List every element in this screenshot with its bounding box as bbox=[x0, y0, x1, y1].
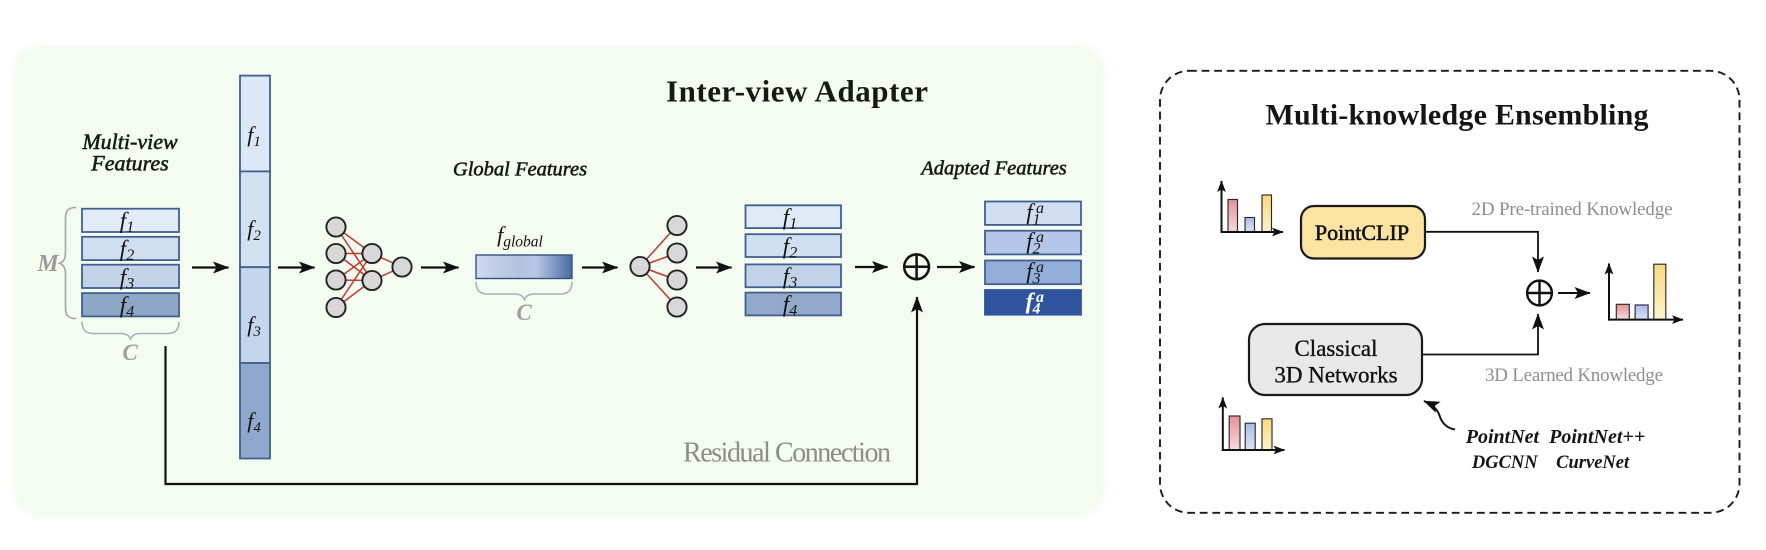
svg-text:f: f bbox=[1026, 200, 1036, 225]
svg-text:Adapted Features: Adapted Features bbox=[919, 158, 1067, 180]
svg-text:3D Networks: 3D Networks bbox=[1274, 363, 1397, 388]
svg-text:DGCNN CurveNet: DGCNN CurveNet bbox=[1471, 453, 1630, 473]
svg-text:Classical: Classical bbox=[1294, 336, 1377, 361]
svg-text:a: a bbox=[1036, 200, 1044, 217]
svg-text:f: f bbox=[1026, 259, 1036, 284]
svg-text:PointCLIP: PointCLIP bbox=[1315, 220, 1409, 245]
svg-text:a: a bbox=[1036, 259, 1044, 276]
svg-text:2D Pre-trained Knowledge: 2D Pre-trained Knowledge bbox=[1472, 199, 1673, 220]
svg-text:Features: Features bbox=[90, 151, 168, 176]
svg-text:4: 4 bbox=[1032, 301, 1041, 318]
svg-text:f: f bbox=[1026, 229, 1036, 254]
svg-text:M: M bbox=[36, 251, 60, 277]
svg-text:a: a bbox=[1036, 289, 1044, 306]
svg-text:C: C bbox=[516, 300, 532, 325]
svg-text:C: C bbox=[122, 340, 138, 365]
svg-text:Inter-view Adapter: Inter-view Adapter bbox=[666, 74, 928, 109]
svg-text:3D Learned Knowledge: 3D Learned Knowledge bbox=[1485, 365, 1663, 386]
svg-text:PointNet PointNet++: PointNet PointNet++ bbox=[1465, 426, 1645, 448]
svg-text:a: a bbox=[1036, 229, 1044, 246]
svg-text:f: f bbox=[1026, 289, 1036, 314]
svg-text:Global Features: Global Features bbox=[453, 159, 587, 181]
svg-text:Residual Connection: Residual Connection bbox=[683, 438, 891, 469]
svg-text:Multi-view: Multi-view bbox=[81, 129, 178, 154]
svg-text:Multi-knowledge Ensembling: Multi-knowledge Ensembling bbox=[1266, 99, 1649, 132]
svg-text:1: 1 bbox=[1033, 212, 1041, 229]
svg-text:3: 3 bbox=[1032, 271, 1041, 288]
svg-text:2: 2 bbox=[1033, 241, 1041, 258]
